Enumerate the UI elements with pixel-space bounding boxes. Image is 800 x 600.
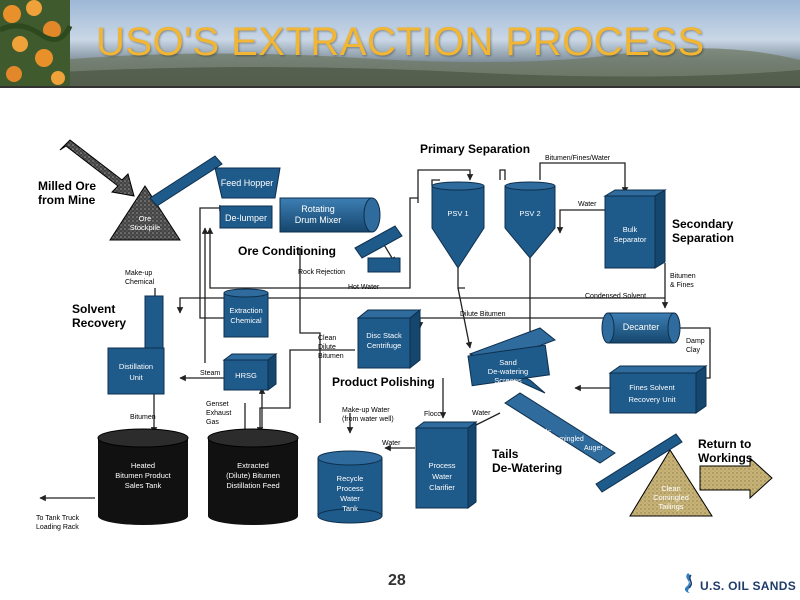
label-feed-hopper: Feed Hopper — [221, 178, 274, 188]
tailings-conveyor — [595, 433, 683, 493]
label-bitumen: Bitumen — [130, 414, 156, 421]
label-product-polishing: Product Polishing — [332, 375, 435, 389]
psv-2 — [504, 181, 556, 259]
sand-dewatering-screens — [467, 327, 557, 394]
header-banner — [0, 0, 800, 88]
label-psv2: PSV 2 — [519, 209, 540, 218]
disc-stack-centrifuge — [356, 308, 422, 370]
milled-ore-arrow — [59, 139, 135, 197]
landscape-banner-image — [0, 0, 800, 88]
recycle-water-tank — [317, 450, 383, 524]
psv-1 — [431, 181, 485, 269]
ore-stockpile — [109, 185, 181, 241]
label-comingled: Co-mingled — [548, 436, 584, 443]
heated-bitumen-tank — [97, 428, 189, 525]
fines-solvent-recovery-unit — [608, 365, 708, 414]
label-condensed-solvent: Condensed Solvent — [585, 293, 646, 300]
bulk-separator — [603, 189, 667, 269]
label-hot-water: Hot Water — [348, 284, 380, 291]
label-rock-rejection: Rock Rejection — [298, 269, 345, 276]
label-decanter: Decanter — [623, 322, 660, 332]
label-flocc: Flocc — [424, 411, 441, 418]
label-psv1: PSV 1 — [447, 209, 468, 218]
label-ore-conditioning: Ore Conditioning — [238, 244, 336, 258]
label-water-low: Water — [382, 440, 401, 447]
label-de-lumper: De-lumper — [225, 213, 267, 223]
label-steam: Steam — [200, 370, 220, 377]
feed-hopper — [214, 167, 281, 199]
logo-text: U.S. OIL SANDS — [700, 579, 796, 593]
label-primary-separation: Primary Separation — [420, 142, 530, 156]
process-water-clarifier — [414, 421, 478, 509]
extraction-chemical-tank — [223, 288, 269, 338]
rotating-drum-mixer — [279, 197, 381, 233]
company-logo: U.S. OIL SANDS — [678, 571, 796, 597]
return-arrow — [699, 456, 773, 500]
label-bitumen-fines-water: Bitumen/Fines/Water — [545, 155, 611, 162]
page-title: USO'S EXTRACTION PROCESS — [96, 20, 705, 64]
label-water-mid: Water — [472, 410, 491, 417]
hrsg — [222, 353, 278, 391]
flame-swirl-icon — [684, 573, 693, 593]
clean-comingled-tailings-pile — [629, 449, 713, 517]
page-number: 28 — [388, 572, 406, 589]
label-auger: Auger — [584, 445, 603, 452]
auger — [504, 392, 616, 464]
distillation-unit — [107, 295, 165, 395]
conveyor — [149, 155, 223, 207]
decanter — [601, 312, 681, 344]
de-lumper — [219, 205, 273, 229]
label-water-top: Water — [578, 201, 597, 208]
rock-rejection-screen — [354, 225, 403, 273]
label-hrsg: HRSG — [235, 371, 257, 380]
label-dilute-bitumen: Dilute Bitumen — [460, 311, 506, 318]
label-bitumen-fines: Bitumen& Fines — [670, 273, 696, 289]
extracted-bitumen-tank — [207, 428, 299, 525]
label-solids: Solids — [532, 429, 552, 436]
label-makeup-water: Make-up Water(from water well) — [342, 407, 394, 423]
